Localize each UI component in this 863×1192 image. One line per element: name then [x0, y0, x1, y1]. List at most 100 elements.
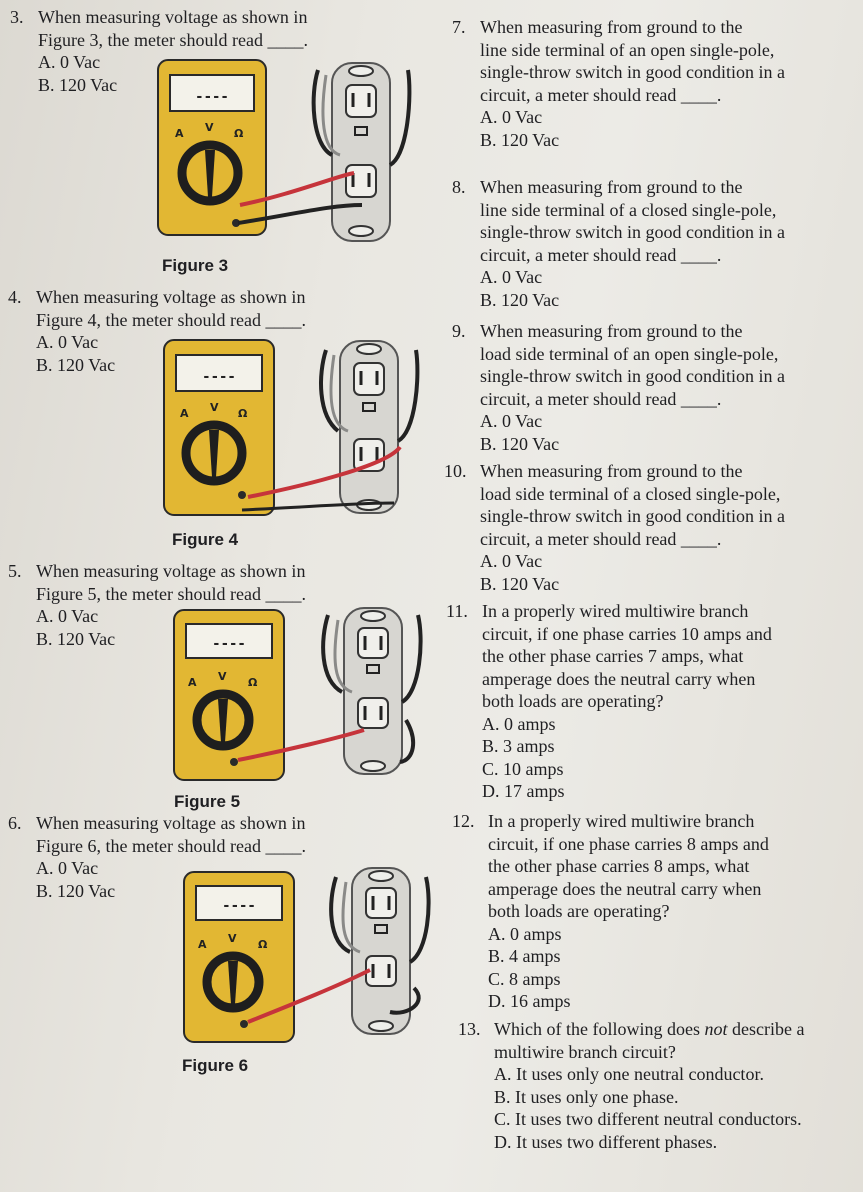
question-stem-line: Figure 4, the meter should read [36, 309, 261, 330]
meter-label-v: V [218, 670, 227, 683]
option-b: B. 120 Vac [480, 289, 560, 310]
question-11: 11.In a properly wired multiwire branch … [446, 600, 856, 803]
answer-blank: ____. [265, 309, 306, 330]
meter-label-ohm: Ω [234, 127, 244, 140]
question-12: 12.In a properly wired multiwire branch … [452, 810, 857, 1013]
answer-blank: ____. [267, 29, 308, 50]
question-number: 4. [8, 287, 22, 307]
question-stem-line: amperage does the neutral carry when [488, 878, 762, 899]
emphasis-not: not [704, 1019, 728, 1039]
question-stem-line: circuit, if one phase carries 8 amps and [488, 833, 769, 854]
option-c: C. It uses two different neutral conduct… [494, 1109, 802, 1129]
figure-6-diagram: ---- A V Ω [183, 867, 431, 1043]
question-number: 12. [452, 811, 475, 831]
question-stem-line: load side terminal of an open single-pol… [480, 343, 779, 364]
question-stem-text: describe a [727, 1019, 805, 1039]
question-stem-line: When measuring voltage as shown in [36, 813, 306, 833]
figure-3-diagram: ---- A V Ω [157, 59, 412, 242]
question-stem-line: single-throw switch in good condition in… [480, 222, 785, 242]
option-b: B. 120 Vac [480, 129, 560, 150]
option-d: D. It uses two different phases. [494, 1131, 718, 1152]
option-a: A. It uses only one neutral conductor. [494, 1064, 764, 1084]
option-c: C. 10 amps [482, 758, 564, 779]
question-stem-line: the other phase carries 8 amps, what [488, 856, 750, 876]
question-7: 7. When measuring from ground to the line… [452, 16, 852, 151]
question-stem-line: Figure 5, the meter should read [36, 583, 261, 604]
question-5: 5.When measuring voltage as shown in Fig… [8, 560, 398, 650]
figure-3-caption: Figure 3 [162, 256, 229, 275]
question-stem-line: both loads are operating? [482, 691, 664, 711]
meter-label-a: A [188, 676, 197, 689]
option-a: A. 0 Vac [480, 267, 543, 287]
question-stem-line: single-throw switch in good condition in… [480, 506, 785, 526]
option-b: B. It uses only one phase. [494, 1086, 679, 1107]
question-13: 13. Which of the following does not descr… [458, 1018, 858, 1153]
option-a: A. 0 Vac [36, 606, 99, 626]
question-stem-line: Which of the following does [494, 1019, 705, 1039]
answer-blank: ____. [265, 583, 306, 604]
question-number: 9. [452, 321, 466, 341]
option-a: A. 0 amps [488, 923, 562, 944]
question-stem-line: the other phase carries 7 amps, what [482, 646, 744, 666]
option-b: B. 120 Vac [36, 354, 116, 375]
question-stem-line: single-throw switch in good condition in… [480, 366, 785, 386]
question-stem-line: load side terminal of a closed single-po… [480, 483, 781, 504]
question-number: 13. [458, 1019, 481, 1039]
question-stem-line: circuit, if one phase carries 10 amps an… [482, 623, 772, 644]
meter-label-ohm: Ω [258, 938, 268, 951]
question-stem-line: circuit, a meter should read ____. [480, 528, 722, 549]
meter-label-v: V [205, 121, 214, 134]
option-d: D. 17 amps [482, 781, 565, 801]
option-c: C. 8 amps [488, 968, 561, 989]
option-b: B. 120 Vac [480, 573, 560, 594]
option-b: B. 120 Vac [36, 880, 116, 901]
option-a: A. 0 Vac [36, 332, 99, 352]
figure-4-diagram: ---- A V Ω [163, 339, 420, 516]
question-stem-line: circuit, a meter should read ____. [480, 84, 722, 105]
question-stem-line: When measuring from ground to the [480, 17, 743, 37]
question-number: 8. [452, 177, 466, 197]
question-number: 11. [446, 601, 468, 621]
question-stem-line: amperage does the neutral carry when [482, 668, 756, 689]
question-number: 10. [444, 461, 467, 481]
option-b: B. 4 amps [488, 946, 561, 966]
question-6: 6.When measuring voltage as shown in Fig… [8, 812, 398, 902]
question-stem-line: When measuring voltage as shown in [36, 561, 306, 581]
question-3: 3.When measuring voltage as shown in Fig… [10, 6, 400, 96]
question-9: 9. When measuring from ground to the load… [452, 320, 852, 455]
option-b: B. 120 Vac [36, 628, 116, 649]
meter-label-a: A [180, 407, 189, 420]
option-b: B. 3 amps [482, 736, 555, 756]
question-stem-line: When measuring from ground to the [480, 321, 743, 341]
question-number: 3. [10, 7, 24, 27]
option-a: A. 0 Vac [480, 551, 543, 571]
meter-display: ---- [195, 89, 229, 105]
question-stem-line: circuit, a meter should read ____. [480, 244, 722, 265]
meter-label-v: V [210, 401, 219, 414]
question-stem-line: When measuring voltage as shown in [36, 287, 306, 307]
option-a: A. 0 Vac [480, 107, 543, 127]
question-stem-line: line side terminal of a closed single-po… [480, 199, 777, 220]
option-a: A. 0 Vac [36, 858, 99, 878]
meter-label-a: A [175, 127, 184, 140]
figure-4-caption: Figure 4 [172, 530, 239, 549]
question-stem-line: both loads are operating? [488, 901, 670, 921]
figure-5-diagram: ---- A V Ω [173, 607, 423, 781]
meter-display: ---- [202, 369, 236, 385]
question-4: 4. When measuring voltage as shown in Fig… [8, 286, 398, 376]
question-10: 10. When measuring from ground to the loa… [444, 460, 854, 595]
question-stem-line: Figure 3, the meter should read [38, 29, 263, 50]
option-d: D. 16 amps [488, 991, 571, 1011]
figure-6-caption: Figure 6 [182, 1056, 249, 1075]
question-stem-line: multiwire branch circuit? [494, 1041, 676, 1062]
question-stem-line: line side terminal of an open single-pol… [480, 39, 775, 60]
option-b: B. 120 Vac [38, 74, 118, 95]
option-a: A. 0 Vac [38, 52, 101, 72]
question-stem-line: single-throw switch in good condition in… [480, 62, 785, 82]
question-8: 8.When measuring from ground to the line… [452, 176, 852, 311]
meter-label-v: V [228, 932, 237, 945]
meter-label-ohm: Ω [238, 407, 248, 420]
question-stem-line: When measuring from ground to the [480, 461, 743, 481]
question-stem-line: In a properly wired multiwire branch [482, 601, 749, 621]
question-number: 7. [452, 17, 466, 37]
